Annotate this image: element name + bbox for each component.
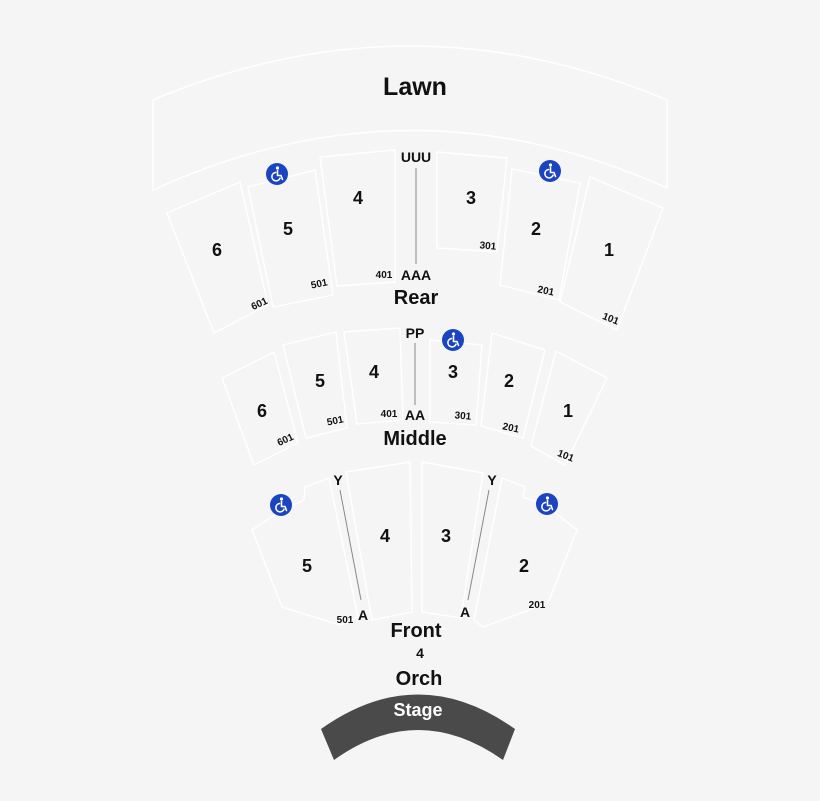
wheelchair-accessible-icon bbox=[441, 328, 465, 352]
front-section-2[interactable]: 2 201 bbox=[473, 477, 578, 628]
svg-text:201: 201 bbox=[501, 421, 520, 435]
rear-row-bottom: AAA bbox=[401, 267, 431, 283]
svg-text:401: 401 bbox=[376, 270, 393, 281]
svg-text:501: 501 bbox=[310, 277, 329, 291]
svg-text:301: 301 bbox=[454, 410, 472, 422]
middle-section-3[interactable]: 3 301 bbox=[429, 339, 483, 426]
front-row-bottom-left: A bbox=[358, 607, 368, 623]
middle-row-bottom: AA bbox=[405, 407, 425, 423]
svg-text:301: 301 bbox=[479, 240, 497, 252]
svg-text:3: 3 bbox=[448, 362, 458, 382]
rear-zone: 6 601 5 501 4 401 3 301 2 201 1 101 bbox=[166, 149, 664, 334]
rear-row-top: UUU bbox=[401, 149, 431, 165]
wheelchair-accessible-icon bbox=[535, 492, 559, 516]
svg-text:2: 2 bbox=[531, 219, 541, 239]
svg-text:201: 201 bbox=[529, 600, 546, 611]
wheelchair-accessible-icon bbox=[265, 162, 289, 186]
front-aisle-line-left bbox=[339, 489, 362, 601]
middle-section-5[interactable]: 5 501 bbox=[282, 331, 348, 439]
front-zone: 5 501 4 3 2 201 Y A Y A Front bbox=[251, 461, 578, 642]
middle-row-top: PP bbox=[406, 325, 425, 341]
svg-text:6: 6 bbox=[212, 240, 222, 260]
front-row-top-right: Y bbox=[487, 472, 497, 488]
svg-text:401: 401 bbox=[381, 409, 398, 420]
middle-section-4[interactable]: 4 401 bbox=[343, 327, 404, 425]
svg-text:5: 5 bbox=[283, 219, 293, 239]
lawn-label: Lawn bbox=[383, 73, 447, 101]
svg-text:3: 3 bbox=[466, 188, 476, 208]
rear-section-3[interactable]: 3 301 bbox=[436, 151, 508, 253]
front-zone-label: Front bbox=[390, 620, 441, 642]
orch-label: Orch bbox=[396, 668, 443, 690]
rear-section-4[interactable]: 4 401 bbox=[319, 149, 396, 287]
svg-text:201: 201 bbox=[536, 284, 555, 298]
middle-zone: 6 601 5 501 4 401 3 301 2 201 1 101 bbox=[221, 325, 608, 466]
svg-text:3: 3 bbox=[441, 526, 451, 546]
stage-label: Stage bbox=[393, 700, 442, 720]
orch-section[interactable]: 4 Orch bbox=[396, 645, 443, 690]
front-section-3[interactable]: 3 bbox=[421, 461, 484, 619]
svg-text:501: 501 bbox=[326, 414, 345, 428]
front-aisle-line-right bbox=[467, 489, 490, 601]
rear-zone-label: Rear bbox=[394, 287, 439, 309]
svg-text:2: 2 bbox=[519, 556, 529, 576]
front-row-bottom-right: A bbox=[460, 604, 470, 620]
wheelchair-accessible-icon bbox=[269, 493, 293, 517]
svg-text:4: 4 bbox=[353, 188, 363, 208]
svg-text:1: 1 bbox=[604, 240, 614, 260]
front-row-top-left: Y bbox=[333, 472, 343, 488]
front-section-4[interactable]: 4 bbox=[345, 461, 413, 621]
svg-text:5: 5 bbox=[302, 556, 312, 576]
svg-text:501: 501 bbox=[337, 615, 354, 626]
middle-section-6[interactable]: 6 601 bbox=[221, 350, 299, 466]
lawn-section[interactable]: Lawn bbox=[152, 45, 668, 192]
svg-text:5: 5 bbox=[315, 371, 325, 391]
svg-text:4: 4 bbox=[380, 526, 390, 546]
rear-section-5[interactable]: 5 501 bbox=[247, 169, 334, 308]
stage: Stage bbox=[321, 694, 515, 760]
svg-text:6: 6 bbox=[257, 401, 267, 421]
orch-section-number: 4 bbox=[416, 645, 424, 661]
svg-text:1: 1 bbox=[563, 401, 573, 421]
wheelchair-accessible-icon bbox=[538, 159, 562, 183]
svg-text:4: 4 bbox=[369, 362, 379, 382]
middle-section-1[interactable]: 1 101 bbox=[530, 349, 608, 466]
middle-zone-label: Middle bbox=[383, 428, 446, 450]
svg-text:2: 2 bbox=[504, 371, 514, 391]
rear-section-1[interactable]: 1 101 bbox=[559, 176, 664, 331]
middle-section-2[interactable]: 2 201 bbox=[480, 332, 546, 439]
